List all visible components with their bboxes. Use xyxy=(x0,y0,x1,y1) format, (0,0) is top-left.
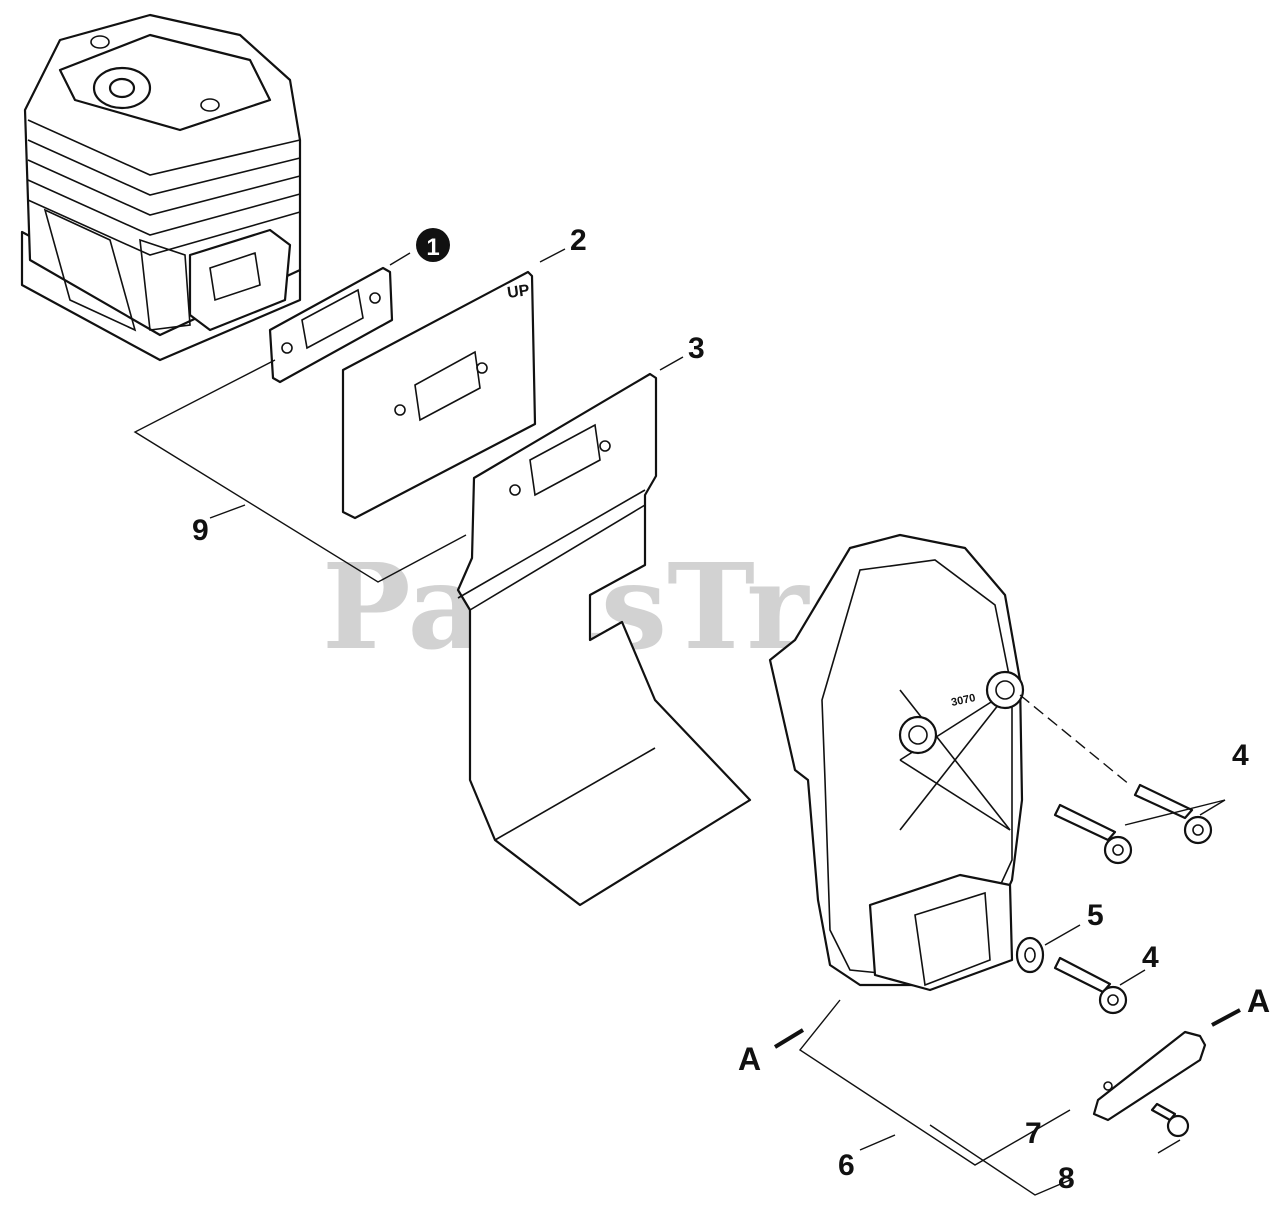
part-4-bolt-upper xyxy=(1133,783,1213,845)
part-2-plate: UP xyxy=(341,270,537,520)
callout-7: 7 xyxy=(1025,1117,1042,1150)
muffler-marking: 3070 xyxy=(950,692,976,709)
part-4-bolt-lower xyxy=(1053,956,1128,1015)
callout-2: 2 xyxy=(570,224,587,257)
part-5-washer xyxy=(1015,936,1045,974)
callout-1: 1 xyxy=(416,228,450,262)
callout-3: 3 xyxy=(688,332,705,365)
leader-lines xyxy=(133,248,1241,1196)
callout-5: 5 xyxy=(1087,899,1104,932)
callout-9: 9 xyxy=(192,514,209,547)
part-7-cover-plate xyxy=(1092,1030,1207,1122)
part-4-bolt-middle xyxy=(1053,803,1133,865)
part-1-gasket xyxy=(268,266,394,384)
callout-1-text: 1 xyxy=(426,234,439,261)
up-marking: UP xyxy=(506,282,531,302)
part-3-heat-shield xyxy=(456,372,752,907)
callout-4-lower: 4 xyxy=(1142,941,1159,974)
callout-8: 8 xyxy=(1058,1162,1075,1195)
callout-4-upper: 4 xyxy=(1232,739,1249,772)
part-6-muffler: 3070 xyxy=(768,533,1025,992)
cylinder-illustration xyxy=(20,13,302,362)
part-8-screw xyxy=(1150,1102,1190,1138)
reference-a-right: A xyxy=(1247,983,1270,1019)
callout-6: 6 xyxy=(838,1149,855,1182)
reference-a-left: A xyxy=(738,1041,761,1077)
